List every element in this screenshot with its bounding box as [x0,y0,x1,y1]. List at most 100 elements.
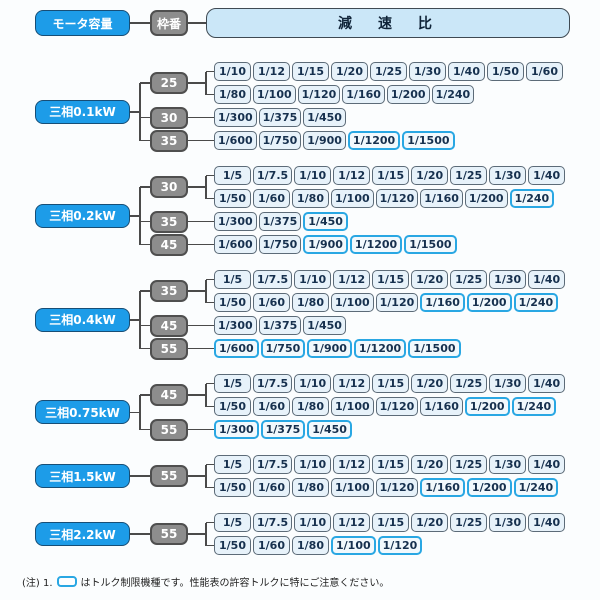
ratio-box: 1/5 [214,374,251,393]
ratio-box: 1/80 [292,536,329,555]
ratio-box-torque-limited: 1/120 [377,536,423,555]
connector-line [188,186,206,188]
ratio-box: 1/12 [333,513,371,532]
ratio-box: 1/7.5 [253,455,293,474]
ratio-box: 1/30 [489,270,527,289]
connector-line [188,475,206,477]
ratio-box: 1/30 [489,374,527,393]
connector-line [206,301,214,304]
ratio-box: 1/50 [214,293,251,312]
connector-line [140,243,150,246]
frame-number-box: 35 [150,280,188,302]
connector-line [206,197,214,200]
motor-capacity-label: 三相0.1kW [35,99,130,124]
ratio-box: 1/20 [411,270,449,289]
ratio-box: 1/120 [375,189,419,208]
ratio-box: 1/7.5 [253,374,293,393]
ratio-box: 1/15 [292,62,329,81]
ratio-box: 1/15 [372,374,410,393]
ratio-box: 1/40 [528,270,566,289]
ratio-box: 1/50 [214,397,251,416]
ratio-box: 1/750 [258,235,302,254]
ratio-box: 1/25 [450,374,488,393]
footnote: (注) 1. はトルク制限機種です。性能表の許容トルクに特にご注意ください。 [22,574,582,589]
ratio-box: 1/100 [253,85,296,104]
ratio-box-torque-limited: 1/1200 [347,131,401,150]
connector-line [140,116,150,119]
ratio-box: 1/100 [331,293,374,312]
connector-line [188,347,214,350]
connector-line [205,279,207,303]
ratio-box-torque-limited: 1/200 [466,478,512,497]
ratio-box: 1/80 [292,293,329,312]
ratio-box: 1/10 [294,166,332,185]
torque-limited-swatch [56,576,77,587]
ratio-box: 1/12 [333,166,371,185]
ratio-box: 1/12 [333,374,371,393]
ratio-box: 1/15 [372,270,410,289]
ratio-box: 1/450 [303,108,346,127]
ratio-box: 1/10 [294,455,332,474]
ratio-box: 1/10 [294,270,332,289]
connector-line [188,243,214,246]
connector-line [206,463,214,466]
ratio-box: 1/80 [292,478,329,497]
ratio-box: 1/12 [333,270,371,289]
connector-line [205,464,207,488]
ratio-box-torque-limited: 1/1500 [404,235,457,254]
ratio-box-torque-limited: 1/450 [303,212,348,231]
frame-number-box: 45 [150,233,188,256]
ratio-box: 1/5 [214,455,251,474]
connector-line [140,394,150,396]
footnote-prefix: (注) 1. [22,578,53,589]
connector-line [140,139,150,142]
ratio-box: 1/50 [214,536,251,555]
ratio-box: 1/120 [375,293,419,312]
connector-line [206,93,214,96]
connector-line [206,521,214,524]
ratio-box: 1/120 [375,478,419,497]
ratio-box: 1/5 [214,270,251,289]
frame-number-box: 45 [150,384,188,406]
connector-line [130,533,150,535]
ratio-box: 1/450 [303,316,346,335]
motor-capacity-label: 三相0.2kW [35,203,130,228]
ratio-box: 1/20 [411,166,449,185]
ratio-box: 1/15 [372,455,410,474]
footnote-text: はトルク制限機種です。性能表の許容トルクに特にご注意ください。 [80,578,390,589]
ratio-box: 1/200 [386,85,430,104]
frame-number-box: 55 [150,337,188,360]
motor-capacity-label: 三相2.2kW [35,522,130,546]
ratio-box-torque-limited: 1/900 [303,235,348,254]
ratio-box-torque-limited: 1/160 [420,478,465,497]
connector-line [139,395,141,430]
ratio-box-torque-limited: 1/1500 [402,131,455,150]
ratio-box: 1/160 [420,189,463,208]
ratio-box: 1/80 [292,397,329,416]
ratio-box: 1/12 [253,62,290,81]
ratio-box: 1/15 [372,166,410,185]
ratio-box-torque-limited: 1/600 [214,339,259,358]
ratio-box: 1/40 [528,166,566,185]
connector-line [206,382,214,385]
ratio-box-torque-limited: 1/200 [466,293,512,312]
ratio-box-torque-limited: 1/1500 [408,339,461,358]
ratio-box: 1/15 [372,513,410,532]
ratio-box-torque-limited: 1/240 [509,189,555,208]
connector-line [205,522,207,546]
ratio-box: 1/40 [528,374,566,393]
ratio-box: 1/100 [331,189,374,208]
connector-line [188,220,214,223]
ratio-box: 1/30 [409,62,446,81]
ratio-box: 1/240 [431,85,475,104]
connector-line [188,290,206,292]
